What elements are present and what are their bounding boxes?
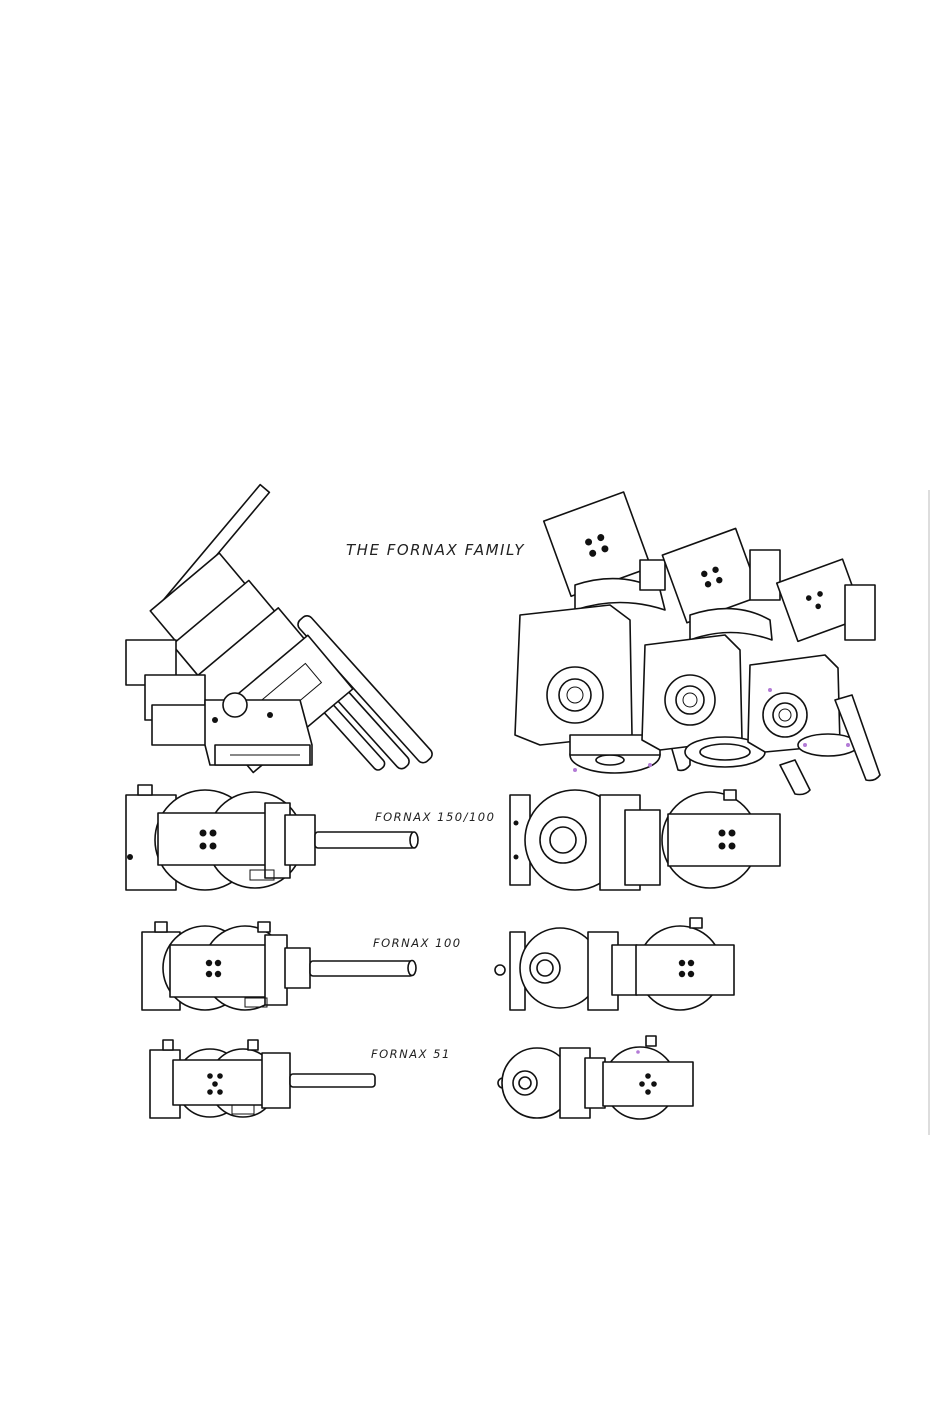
label-fornax-100: FORNAX 100	[373, 936, 462, 950]
fornax-51-front-view	[498, 1036, 693, 1119]
label-fornax-51: FORNAX 51	[371, 1047, 451, 1061]
fornax-150-100-front-view	[510, 790, 780, 890]
label-fornax-150-100: FORNAX 150/100	[375, 810, 495, 824]
diagram-title: THE FORNAX FAMILY	[346, 541, 525, 559]
fornax-150-100-top-view	[126, 785, 418, 890]
mounts-isometric-views	[515, 492, 880, 794]
fornax-100-front-view	[495, 918, 734, 1010]
mounts-side-overlay	[126, 485, 435, 791]
fornax-51-top-view	[150, 1040, 375, 1118]
